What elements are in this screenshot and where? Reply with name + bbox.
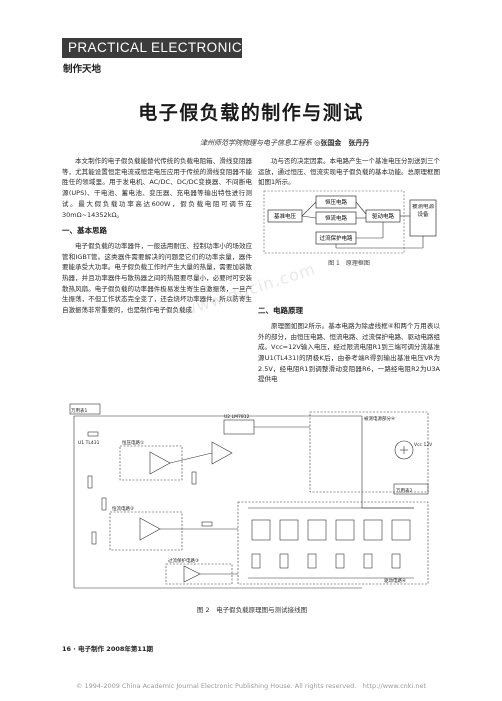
block-ocp-label: 过流保护电路 <box>319 234 353 242</box>
figure1-caption: 图 1 原理框图 <box>328 260 370 267</box>
article-title: 电子假负载的制作与测试 <box>138 102 364 124</box>
author-names: ◎张国金 张丹丹 <box>314 139 370 147</box>
box-drive <box>237 501 429 585</box>
label-u1: U1 TL431 <box>78 440 100 446</box>
circuit-principle-paragraph: 原理图如图2所示。基本电路为除虚线框④和两个万用表以外的部分，由恒压电路、恒流电… <box>258 321 440 384</box>
label-drive: 驱动电路④ <box>384 577 406 584</box>
diagram-connectors <box>301 201 424 249</box>
block-dut-label: 被测电源设备 <box>411 204 434 218</box>
label-u2: U2 LM7812 <box>224 414 250 420</box>
label-meter1: 万用表1 <box>71 407 87 414</box>
block-dut <box>409 199 437 237</box>
mosfet-bank <box>248 507 414 579</box>
block-ref-label: 基准电压 <box>274 212 297 220</box>
basic-idea-paragraph: 电子假负载的功率器件，一般选用耐压、控制功率小的场效应管和IGBT管。这类器件需… <box>62 241 252 315</box>
affiliation: 津州师范学院物理与电子信息工程系 <box>200 139 312 147</box>
box-ocp <box>165 563 233 585</box>
right-column: 功与否的决定因素。本电路产生一个基准电压分别送到三个运放，通过恒压、恒流实现电子… <box>258 156 440 386</box>
label-source-box: 被测电源部分④ <box>364 415 395 422</box>
left-column: 本文制作的电子假负载能替代传统的负载电阻箱、滑线变阻器等，尤其能设置恒定电流或恒… <box>62 156 252 317</box>
figure2-caption: 图 2 电子假负载原理图与测试接线图 <box>196 606 308 614</box>
label-vcc: Vcc 12V <box>414 442 433 448</box>
block-cc-label: 恒流电路 <box>325 214 348 222</box>
page-footer: 16 · 电子制作 2008年第11期 <box>62 645 153 653</box>
section-tag: 制作天地 <box>63 64 102 75</box>
label-ocp: 过流保护电路③ <box>168 557 199 564</box>
label-cv: 恒压电路① <box>122 439 144 446</box>
figure1-block-diagram: 基准电压 恒压电路 恒流电路 过流保护电路 驱动电路 被测电源设备 <box>263 190 437 254</box>
block-cv-label: 恒压电路 <box>325 198 348 206</box>
box-cc <box>109 511 183 551</box>
label-cc: 恒流电路② <box>112 505 134 512</box>
label-meter2: 万用表2 <box>396 487 412 494</box>
author-line: 津州师范学院物理与电子信息工程系 ◎张国金 张丹丹 <box>200 138 440 148</box>
figure2-circuit-schematic: 万用表1 万用表2 被测电源部分④ 驱动电路④ 恒压电路① 恒流电路② 过流保护… <box>69 403 433 589</box>
box-source <box>309 411 429 493</box>
intro-paragraph: 本文制作的电子假负载能替代传统的负载电阻箱、滑线变阻器等，尤其能设置恒定电流或恒… <box>62 157 252 219</box>
heading-basic-idea: 一、基本思路 <box>62 226 107 236</box>
banner-text: PRACTICAL ELECTRONICS <box>68 40 252 55</box>
diagram-dashed-frame <box>263 190 405 254</box>
heading-circuit-principle: 二、电路原理 <box>258 306 303 316</box>
magazine-banner: PRACTICAL ELECTRONICS <box>62 38 252 58</box>
box-cv <box>119 445 183 481</box>
copyright-notice: © 1994-2009 China Academic Journal Elect… <box>75 682 427 690</box>
block-drive-label: 驱动电路 <box>372 212 395 220</box>
right-intro-paragraph: 功与否的决定因素。本电路产生一个基准电压分别送到三个运放，通过恒压、恒流实现电子… <box>258 157 440 187</box>
